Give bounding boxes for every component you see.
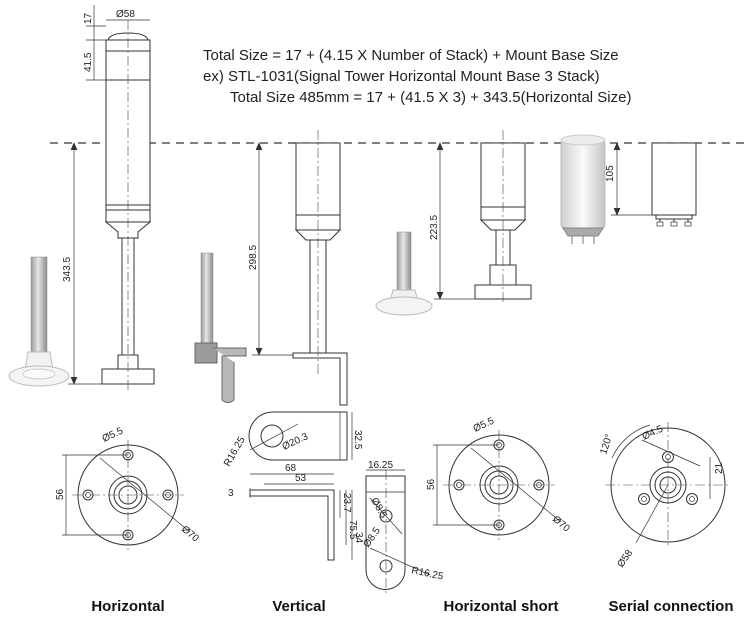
- serial-connection-base-view: [605, 422, 731, 548]
- dim-v-hole-top: Ø20.3: [281, 431, 311, 453]
- dim-s-hole: Ø4.5: [641, 423, 666, 442]
- caption-serial-connection: Serial connection: [608, 598, 733, 615]
- caption-horizontal-short: Horizontal short: [444, 598, 559, 615]
- dim-h-base-diameter: Ø70: [179, 524, 201, 545]
- horizontal-base-view: [62, 440, 191, 550]
- dim-v-radius-top: R16.25: [222, 435, 248, 469]
- caption-vertical: Vertical: [272, 598, 325, 615]
- dim-s-angle: 120°: [598, 433, 615, 456]
- dim-v-3: 3: [228, 488, 234, 499]
- vertical-bracket-side-view: [249, 473, 353, 561]
- dim-v-237: 23.7: [341, 493, 352, 513]
- formula-line-2: ex) STL-1031(Signal Tower Horizontal Mou…: [203, 68, 600, 85]
- horizontal-mount-photo: [8, 256, 70, 387]
- dim-v-hole-b: Ø8.5: [361, 525, 383, 549]
- formula-line-1: Total Size = 17 + (4.15 X Number of Stac…: [203, 47, 619, 64]
- dim-hs-56: 56: [426, 478, 437, 490]
- horizontal-short-base-view: [433, 430, 562, 540]
- dim-serial-height: 105: [605, 165, 616, 182]
- dim-tower-diameter: Ø58: [116, 9, 135, 20]
- vertical-bracket-front-view: [365, 469, 431, 595]
- dim-v-34: 34: [353, 532, 364, 544]
- vertical-bracket-top-view: [248, 411, 353, 461]
- serial-connection-outline: [651, 142, 697, 227]
- dim-hs-hole: Ø5.5: [472, 415, 497, 434]
- dim-s-21: 21: [714, 462, 725, 474]
- serial-connection-photo: [560, 134, 606, 244]
- dim-v-325: 32.5: [352, 430, 363, 450]
- dim-cap-height: 17: [83, 12, 94, 24]
- dim-horizontal-height: 343.5: [62, 257, 73, 282]
- formula-line-3: Total Size 485mm = 17 + (41.5 X 3) + 343…: [230, 89, 631, 106]
- dim-short-height: 223.5: [429, 215, 440, 240]
- dim-v-68: 68: [285, 463, 297, 474]
- dim-stack-height: 41.5: [83, 52, 94, 72]
- dim-v-755: 75.5: [347, 520, 358, 540]
- dim-h-base-56: 56: [55, 488, 66, 500]
- horizontal-short-outline: [474, 130, 532, 305]
- signal-tower-horizontal: [101, 20, 155, 392]
- vertical-mount-photo: [194, 252, 247, 403]
- dim-v-53: 53: [295, 473, 307, 484]
- caption-horizontal: Horizontal: [91, 598, 164, 615]
- dim-v-1625: 16.25: [368, 460, 393, 471]
- dim-hs-diameter: Ø70: [550, 514, 572, 535]
- dim-s-diameter: Ø58: [615, 548, 635, 570]
- dim-h-base-hole: Ø5.5: [101, 425, 126, 444]
- dim-v-radius-bottom: R16.25: [410, 565, 444, 583]
- horizontal-short-photo: [375, 231, 433, 316]
- dim-v-hole-a: Ø8.5: [368, 496, 389, 521]
- vertical-mount-outline: [292, 130, 348, 406]
- dim-vertical-height: 298.5: [248, 245, 259, 270]
